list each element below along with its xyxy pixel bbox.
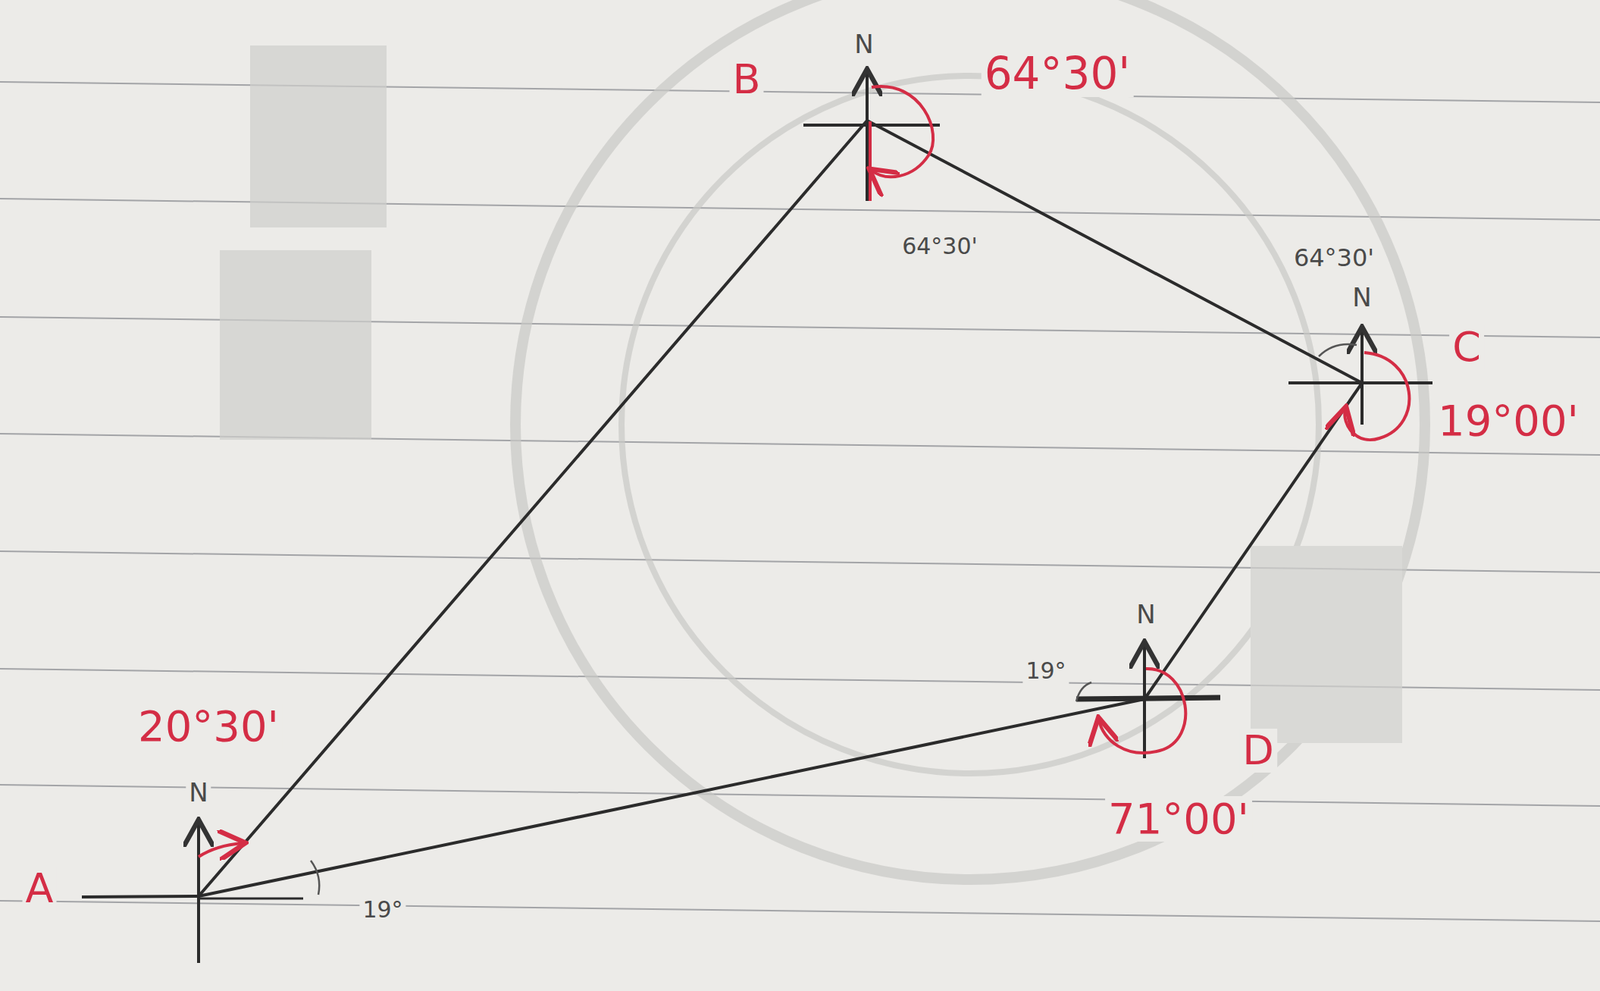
bearing-arcs bbox=[198, 86, 1410, 857]
bearing-value: 64°30' bbox=[981, 50, 1134, 98]
point-letter: B bbox=[729, 57, 764, 102]
angle-note: 64°30' bbox=[898, 233, 981, 260]
angle-note: 19° bbox=[1022, 657, 1069, 684]
bearing-value: 19°00' bbox=[1434, 397, 1582, 444]
point-letter: C bbox=[1449, 325, 1485, 370]
station-marks bbox=[198, 72, 1433, 963]
north-mark: N bbox=[851, 29, 877, 59]
bearing-value: 20°30' bbox=[134, 703, 282, 749]
north-mark: N bbox=[1349, 282, 1375, 312]
watermark bbox=[219, 0, 1425, 880]
angle-note: 64°30' bbox=[1290, 244, 1378, 272]
point-letter: D bbox=[1239, 728, 1278, 773]
ruled-lines bbox=[0, 81, 1600, 921]
traverse-lines bbox=[81, 120, 1363, 897]
north-mark: N bbox=[1133, 599, 1159, 629]
bearing-value: 71°00' bbox=[1105, 795, 1253, 842]
point-letter: A bbox=[22, 866, 57, 911]
angle-note: 19° bbox=[359, 896, 406, 923]
angle-arcs bbox=[310, 344, 1357, 895]
north-mark: N bbox=[185, 777, 211, 807]
